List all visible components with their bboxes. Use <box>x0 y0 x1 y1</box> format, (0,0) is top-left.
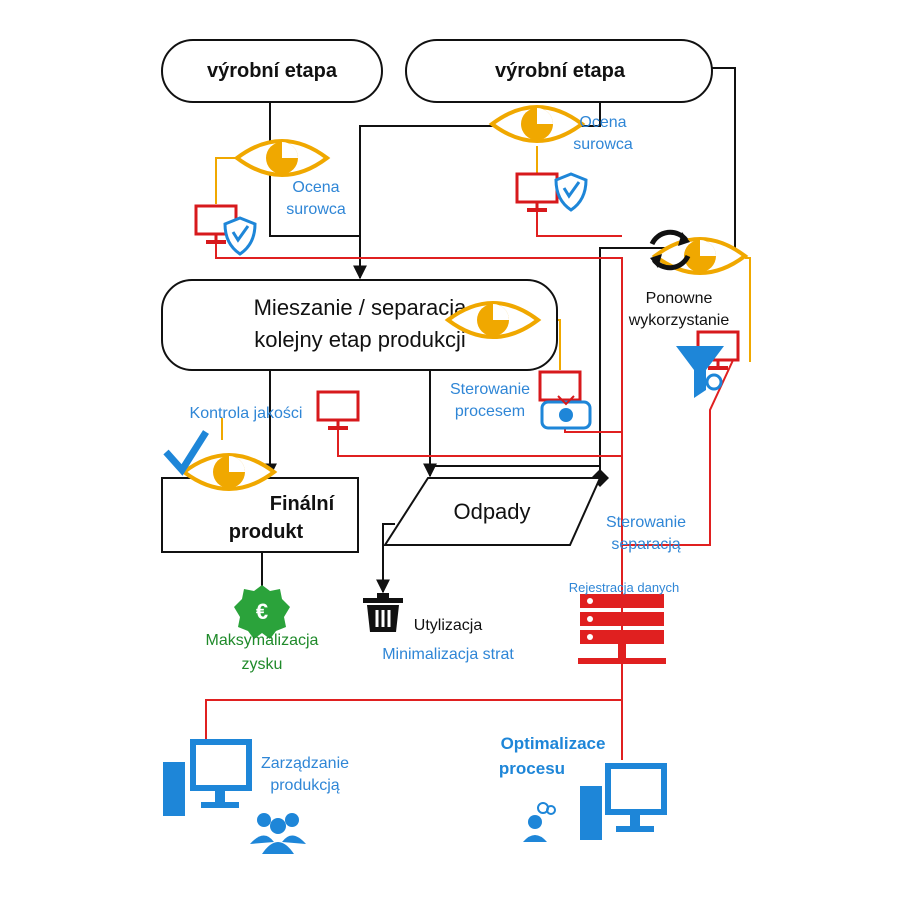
stage-left-label: výrobní etapa <box>207 60 338 82</box>
monitor-icon <box>316 390 360 430</box>
process-line1: Mieszanie / separacja <box>254 295 468 320</box>
ocena-left-line2: surowca <box>286 201 346 218</box>
final-product-box: Finální produkt <box>161 477 359 553</box>
loss-min-label: Minimalizacja strat <box>382 646 514 663</box>
stage-right-label: výrobní etapa <box>495 60 626 82</box>
people-icon <box>250 813 306 854</box>
data-registration-label: Rejestracja danych <box>569 580 680 595</box>
quality-control-label: Kontrola jakości <box>190 405 303 422</box>
reuse-line2: wykorzystanie <box>628 312 730 329</box>
funnel-icon <box>676 346 724 398</box>
production-mgmt-line1: Zarządzanie <box>261 755 349 772</box>
production-mgmt-line2: produkcją <box>270 777 339 794</box>
process-control-line1: Sterowanie <box>450 381 530 398</box>
final-product-line2: produkt <box>229 521 304 543</box>
ocena-right-line2: surowca <box>573 136 633 153</box>
profit-line2: zysku <box>242 656 283 673</box>
svg-text:€: € <box>256 599 268 624</box>
server-icon <box>578 594 666 664</box>
eye-icon <box>235 139 329 177</box>
optimization-line1: Optimalizace <box>501 734 606 753</box>
process-control-icon <box>540 395 592 430</box>
ocena-left-line1: Ocena <box>292 179 339 196</box>
shield-icon <box>554 172 588 212</box>
profit-line1: Maksymalizacja <box>206 632 319 649</box>
computer-icon <box>580 763 667 840</box>
separation-control-line2: separacją <box>611 536 680 553</box>
stage-box-right: výrobní etapa <box>405 39 713 103</box>
checkmark-icon <box>163 430 209 476</box>
monitor-icon <box>515 172 559 212</box>
separation-control-line1: Sterowanie <box>606 514 686 531</box>
euro-badge-icon: € <box>234 585 290 639</box>
final-product-line1: Finální <box>270 493 336 515</box>
eye-icon <box>490 105 584 143</box>
computer-icon <box>163 739 252 816</box>
disposal-label: Utylizacja <box>414 617 483 634</box>
process-control-line2: procesem <box>455 403 525 420</box>
optimization-line2: procesu <box>499 759 565 778</box>
recycle-icon <box>649 229 691 271</box>
reuse-line1: Ponowne <box>646 290 713 307</box>
process-box: Mieszanie / separacja kolejny etap produ… <box>161 279 558 371</box>
waste-box: Odpady <box>383 477 602 546</box>
shield-icon <box>223 216 257 256</box>
waste-label: Odpady <box>453 499 530 524</box>
analyst-icon <box>523 802 556 842</box>
stage-box-left: výrobní etapa <box>161 39 383 103</box>
ocena-right-line1: Ocena <box>579 114 626 131</box>
trash-icon <box>363 593 403 632</box>
process-line2: kolejny etap produkcji <box>254 327 466 352</box>
